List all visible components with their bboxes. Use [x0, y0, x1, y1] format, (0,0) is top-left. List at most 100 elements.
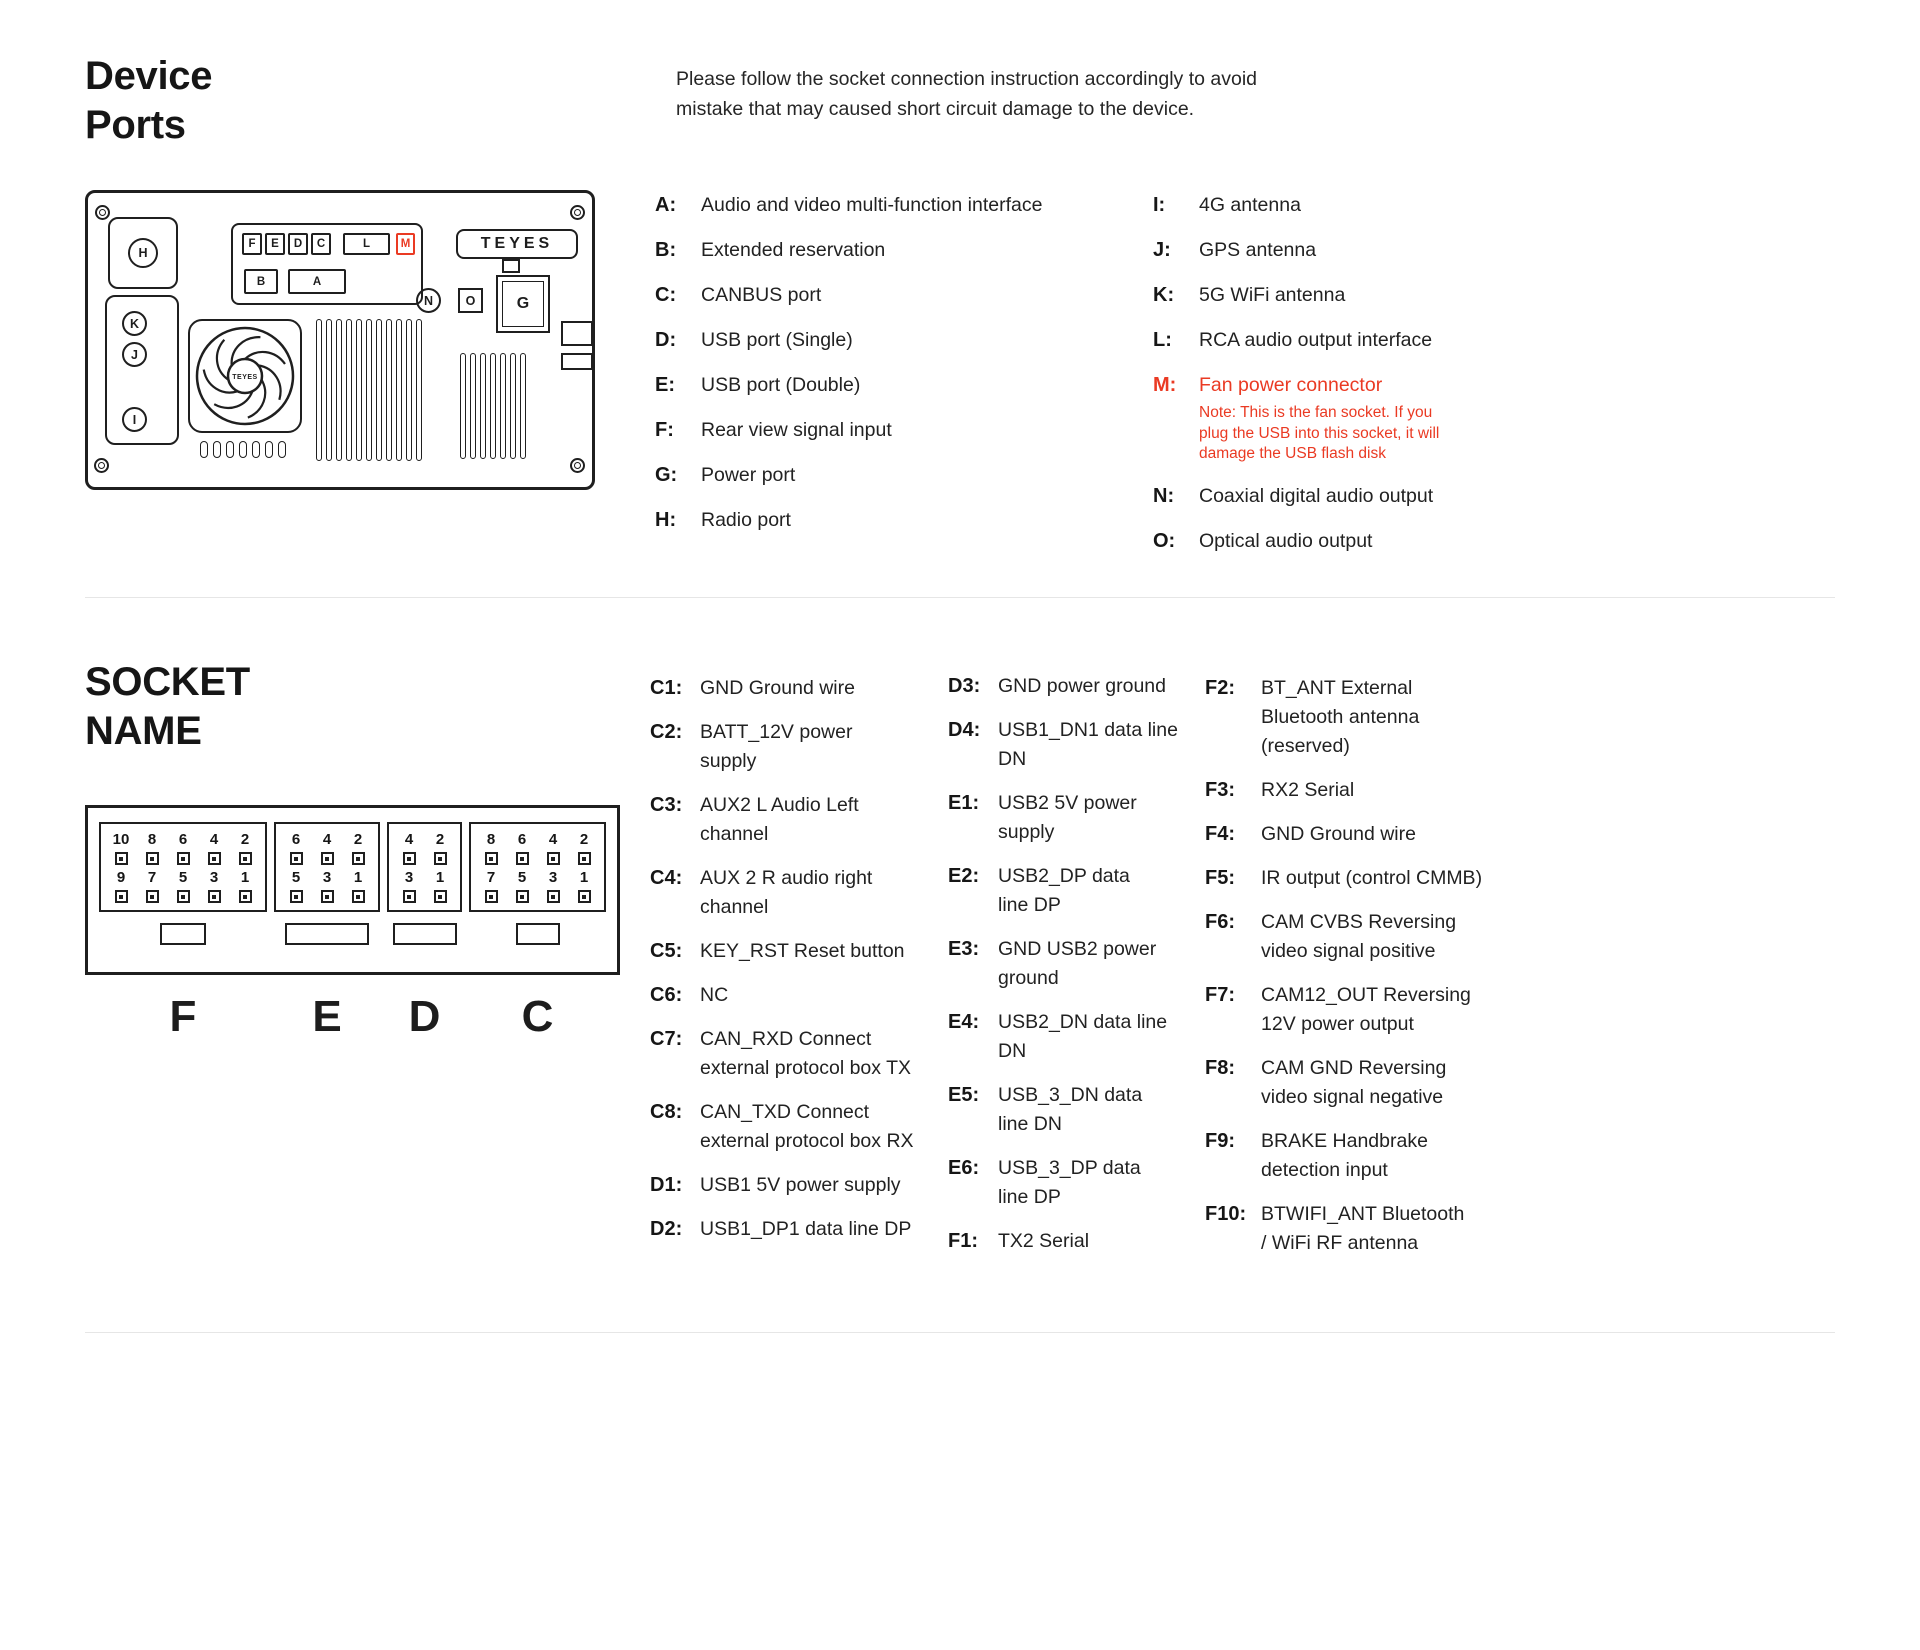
screw-icon — [94, 458, 109, 473]
port-legend-item: J:GPS antenna — [1153, 237, 1439, 264]
legend-desc: BTWIFI_ANT Bluetooth / WiFi RF antenna — [1261, 1203, 1465, 1254]
legend-key: C6: — [650, 984, 683, 1006]
legend-key: F7: — [1205, 984, 1235, 1006]
legend-key: F8: — [1205, 1057, 1235, 1079]
socket-legend-item: F6:CAM CVBS Reversing video signal posit… — [1205, 908, 1482, 966]
socket-legend-item: C7: CAN_RXD Connect external protocol box… — [650, 1025, 914, 1083]
legend-desc: RCA audio output interface — [1199, 329, 1433, 351]
device-ports-legend-col1: A: Audio and video multi-function interfa… — [655, 192, 1042, 552]
pin-square — [402, 890, 416, 903]
legend-desc: CAM12_OUT Reversing 12V power output — [1261, 984, 1471, 1035]
legend-desc: GND Ground wire — [700, 677, 855, 699]
legend-body: AUX 2 R audio right channel — [700, 864, 872, 922]
legend-key: C4: — [650, 867, 683, 889]
pin-square — [433, 890, 447, 903]
pin-number: 3 — [209, 869, 219, 886]
slot — [396, 319, 402, 461]
slot — [416, 319, 422, 461]
legend-body: KEY_RST Reset button — [700, 937, 905, 966]
port-o-optical-audio: O — [458, 288, 483, 313]
port-k-5g-wifi-antenna: K — [122, 311, 147, 336]
slot — [346, 319, 352, 461]
cooling-fan: TEYES — [188, 319, 302, 433]
pin-number: 5 — [517, 869, 527, 886]
legend-key: G: — [655, 464, 678, 486]
pin-square — [484, 852, 498, 865]
legend-body: CAN_TXD Connect external protocol box RX — [700, 1098, 914, 1156]
port-legend-item: O:Optical audio output — [1153, 528, 1439, 555]
legend-key: C1: — [650, 677, 683, 699]
pin-square — [176, 890, 190, 903]
socket-legend-item: C5:KEY_RST Reset button — [650, 937, 914, 966]
socket-legend-item: D1:USB1 5V power supply — [650, 1171, 914, 1200]
legend-desc: RX2 Serial — [1261, 779, 1355, 801]
slot — [200, 441, 208, 458]
device-ports-title: Device Ports — [85, 52, 212, 150]
pin-number: 4 — [404, 831, 414, 848]
legend-key: H: — [655, 509, 677, 531]
socket-letter: E — [312, 992, 342, 1041]
legend-body: BATT_12V power supply — [700, 718, 852, 776]
vent-slots — [200, 441, 286, 458]
socket-legend-item: C2: BATT_12V power supply — [650, 718, 914, 776]
legend-body: USB2_DN data line DN — [998, 1008, 1167, 1066]
fan-brand-text: TEYES — [232, 374, 257, 381]
socket-name-title: SOCKET NAME — [85, 658, 250, 756]
legend-key: D: — [655, 329, 677, 351]
pin-number: 2 — [435, 831, 445, 848]
legend-body: USB_3_DN data line DN — [998, 1081, 1142, 1139]
pin-square — [145, 890, 159, 903]
pin-number: 6 — [178, 831, 188, 848]
legend-body: CAM12_OUT Reversing 12V power output — [1261, 981, 1471, 1039]
legend-key: C2: — [650, 721, 683, 743]
legend-body: GND Ground wire — [1261, 820, 1416, 849]
legend-body: BRAKE Handbrake detection input — [1261, 1127, 1428, 1185]
pin-number: 7 — [486, 869, 496, 886]
legend-desc: Fan power connector — [1199, 374, 1383, 396]
slot — [366, 319, 372, 461]
legend-body: Power port — [701, 462, 795, 489]
legend-key: F9: — [1205, 1130, 1235, 1152]
socket-legend-item: C1: GND Ground wire — [650, 674, 914, 703]
legend-key: F: — [655, 419, 674, 441]
legend-body: CAN_RXD Connect external protocol box TX — [700, 1025, 911, 1083]
socket-legend-item: C4: AUX 2 R audio right channel — [650, 864, 914, 922]
legend-body: CAM GND Reversing video signal negative — [1261, 1054, 1446, 1112]
pin-number: 4 — [548, 831, 558, 848]
legend-key: A: — [655, 194, 677, 216]
legend-body: USB1_DN1 data line DN — [998, 716, 1178, 774]
legend-desc: USB port (Double) — [701, 374, 861, 396]
slot — [376, 319, 382, 461]
slot — [326, 319, 332, 461]
section-divider — [85, 1332, 1835, 1333]
port-j-gps-antenna: J — [122, 342, 147, 367]
port-legend-item: E:USB port (Double) — [655, 372, 1042, 399]
connector-key-tab — [160, 923, 206, 945]
legend-desc: Audio and video multi-function interface — [701, 194, 1043, 216]
legend-key: C7: — [650, 1028, 683, 1050]
connector-key-tab — [392, 923, 457, 945]
socket-legend-item: E3:GND USB2 power ground — [948, 935, 1178, 993]
legend-key: I: — [1153, 194, 1166, 216]
legend-body: CANBUS port — [701, 282, 821, 309]
slot — [226, 441, 234, 458]
legend-desc: AUX 2 R audio right channel — [700, 867, 873, 918]
socket-legend-item: F3:RX2 Serial — [1205, 776, 1482, 805]
legend-body: USB1_DP1 data line DP — [700, 1215, 911, 1244]
legend-desc: USB2_DN data line DN — [998, 1011, 1168, 1062]
legend-desc: Coaxial digital audio output — [1199, 484, 1434, 507]
legend-body: GND USB2 power ground — [998, 935, 1156, 993]
port-legend-item: K:5G WiFi antenna — [1153, 282, 1439, 309]
socket-legend-item: F4:GND Ground wire — [1205, 820, 1482, 849]
section-divider — [85, 597, 1835, 598]
legend-desc: KEY_RST Reset button — [700, 940, 905, 962]
port-legend-item: C:CANBUS port — [655, 282, 1042, 309]
